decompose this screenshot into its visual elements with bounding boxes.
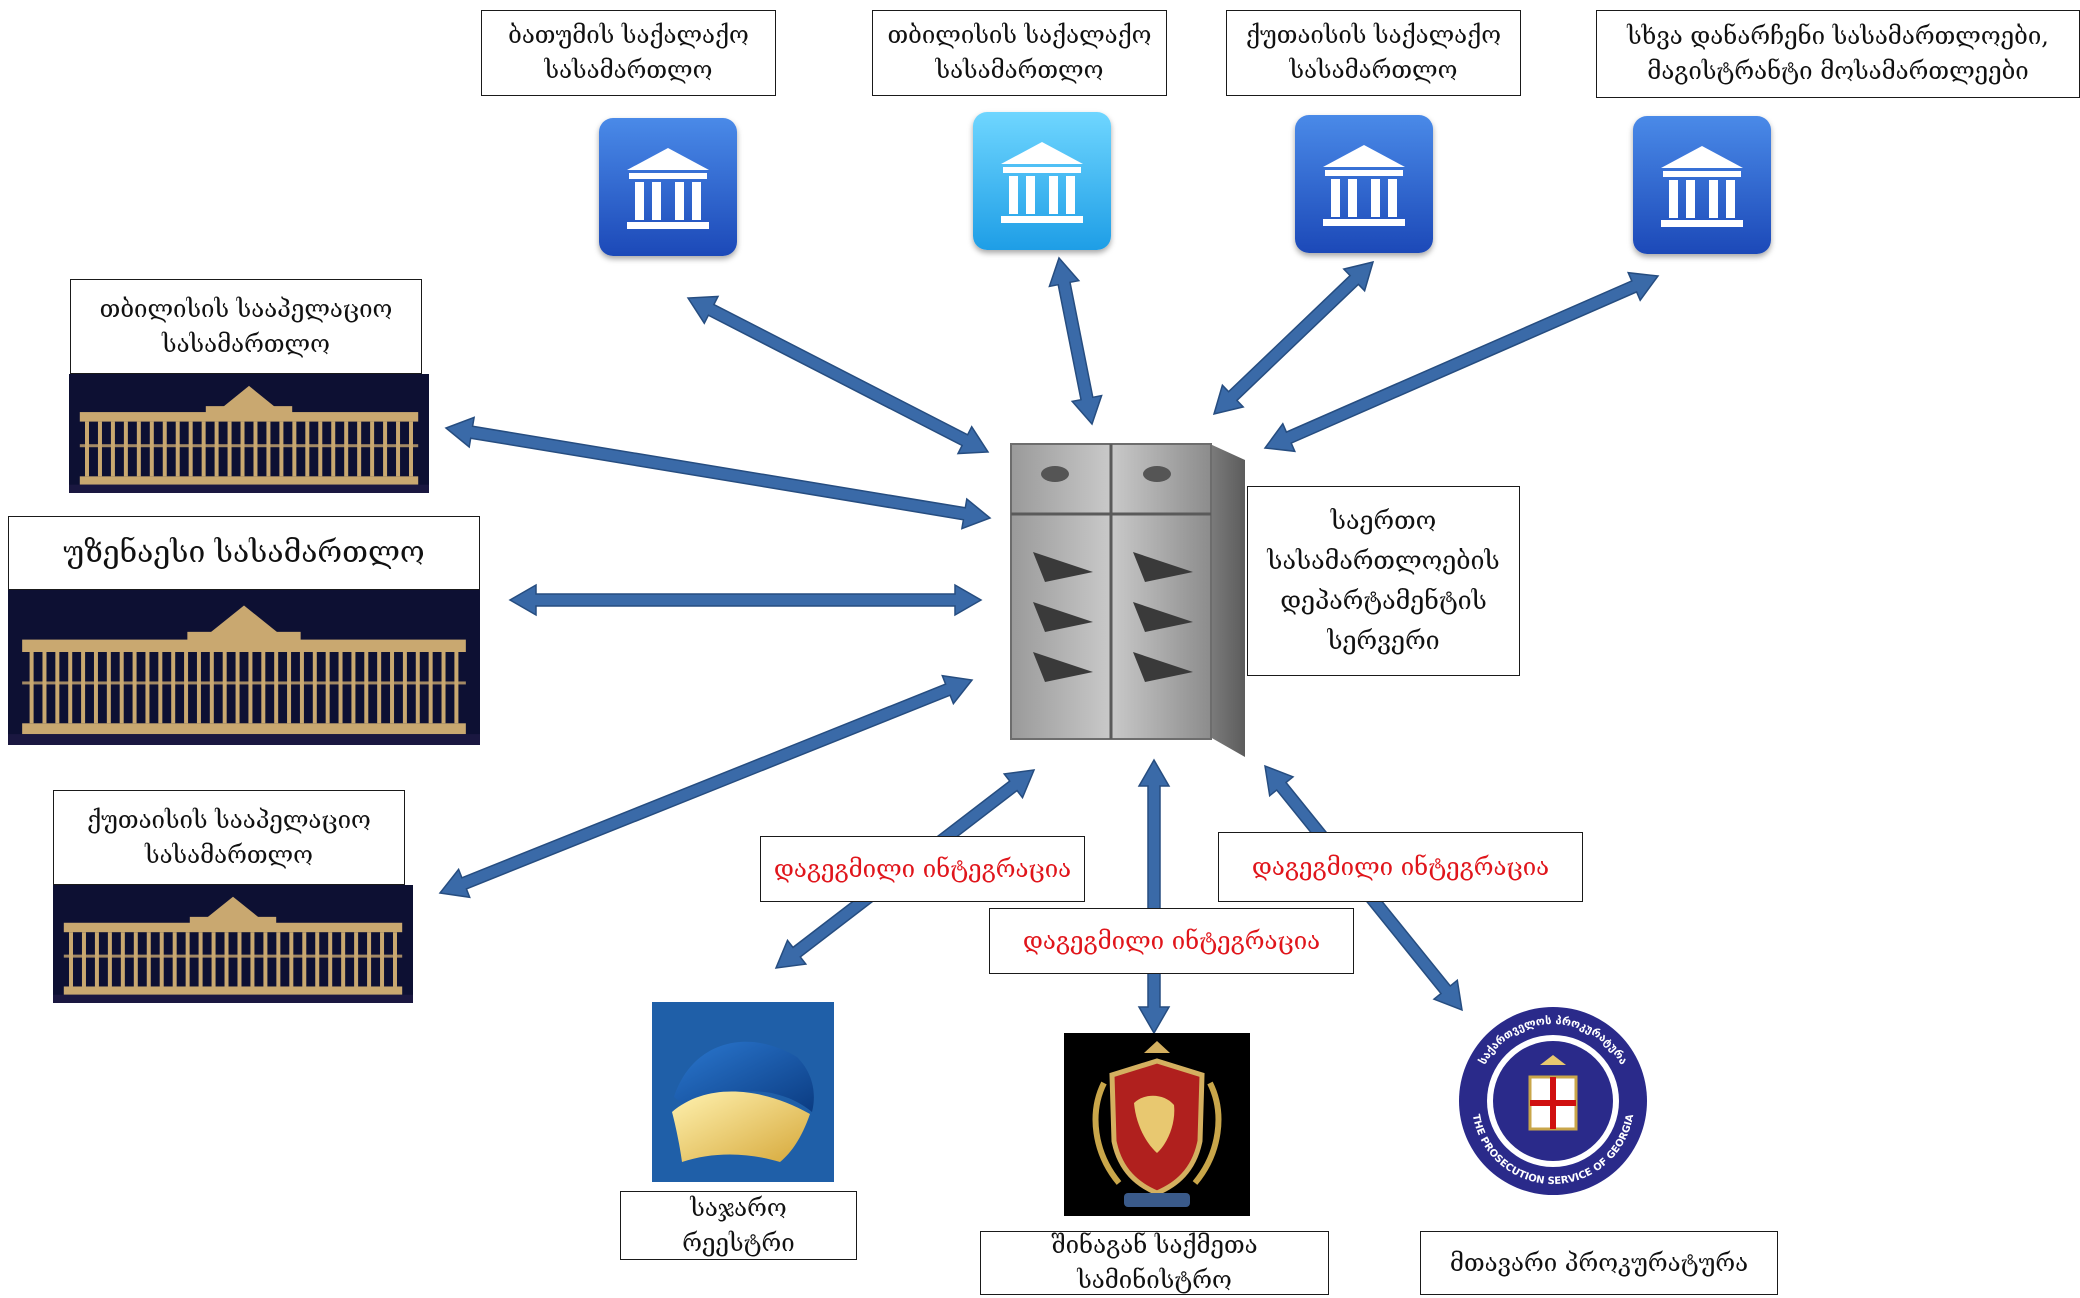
tbilisi-court-icon <box>973 112 1111 250</box>
arrow-tbilisi-city <box>1048 256 1103 426</box>
arrow-tbilisi-appeal <box>444 416 992 530</box>
arrow-interior <box>1137 758 1171 1035</box>
planned-integration-label-prosecution: დაგეგმილი ინტეგრაცია <box>1218 832 1583 902</box>
server-cabinet-image <box>1005 432 1245 762</box>
planned-integration-label-interior: დაგეგმილი ინტეგრაცია <box>989 908 1354 974</box>
batumi-court-icon <box>599 118 737 256</box>
kutaisi-city-court-label: ქუთაისის საქალაქო სასამართლო <box>1226 10 1521 96</box>
public-registry-label: საჯარო რეესტრი <box>620 1191 857 1260</box>
supreme-court-building-image <box>8 590 480 745</box>
arrow-kutaisi-city <box>1212 260 1375 416</box>
tbilisi-appeal-court-building-image <box>69 374 429 493</box>
server-label: საერთო სასამართლოების დეპარტამენტის სერვ… <box>1247 486 1520 676</box>
interior-ministry-label: შინაგან საქმეთა სამინისტრო <box>980 1231 1329 1295</box>
kutaisi-appeal-court-label: ქუთაისის სააპელაციო სასამართლო <box>53 790 405 885</box>
public-registry-logo <box>652 1002 834 1182</box>
tbilisi-city-court-label: თბილისის საქალაქო სასამართლო <box>872 10 1167 96</box>
other-courts-icon <box>1633 116 1771 254</box>
arrow-batumi <box>686 295 990 455</box>
prosecution-seal: საქართველოს პროკურატურა THE PROSECUTION … <box>1454 1003 1652 1199</box>
kutaisi-appeal-court-building-image <box>53 885 413 1003</box>
arrow-supreme <box>508 583 983 617</box>
other-courts-label: სხვა დანარჩენი სასამართლოები, მაგისტრანტ… <box>1596 10 2080 98</box>
planned-integration-label-registry: დაგეგმილი ინტეგრაცია <box>760 836 1085 902</box>
arrow-kutaisi-appeal <box>438 674 974 899</box>
arrow-other-courts <box>1263 271 1660 453</box>
prosecution-label: მთავარი პროკურატურა <box>1420 1231 1778 1295</box>
supreme-court-label: უზენაესი სასამართლო <box>8 516 480 590</box>
kutaisi-court-icon <box>1295 115 1433 253</box>
interior-ministry-emblem <box>1064 1033 1250 1216</box>
batumi-city-court-label: ბათუმის საქალაქო სასამართლო <box>481 10 776 96</box>
tbilisi-appeal-court-label: თბილისის სააპელაციო სასამართლო <box>70 279 422 374</box>
